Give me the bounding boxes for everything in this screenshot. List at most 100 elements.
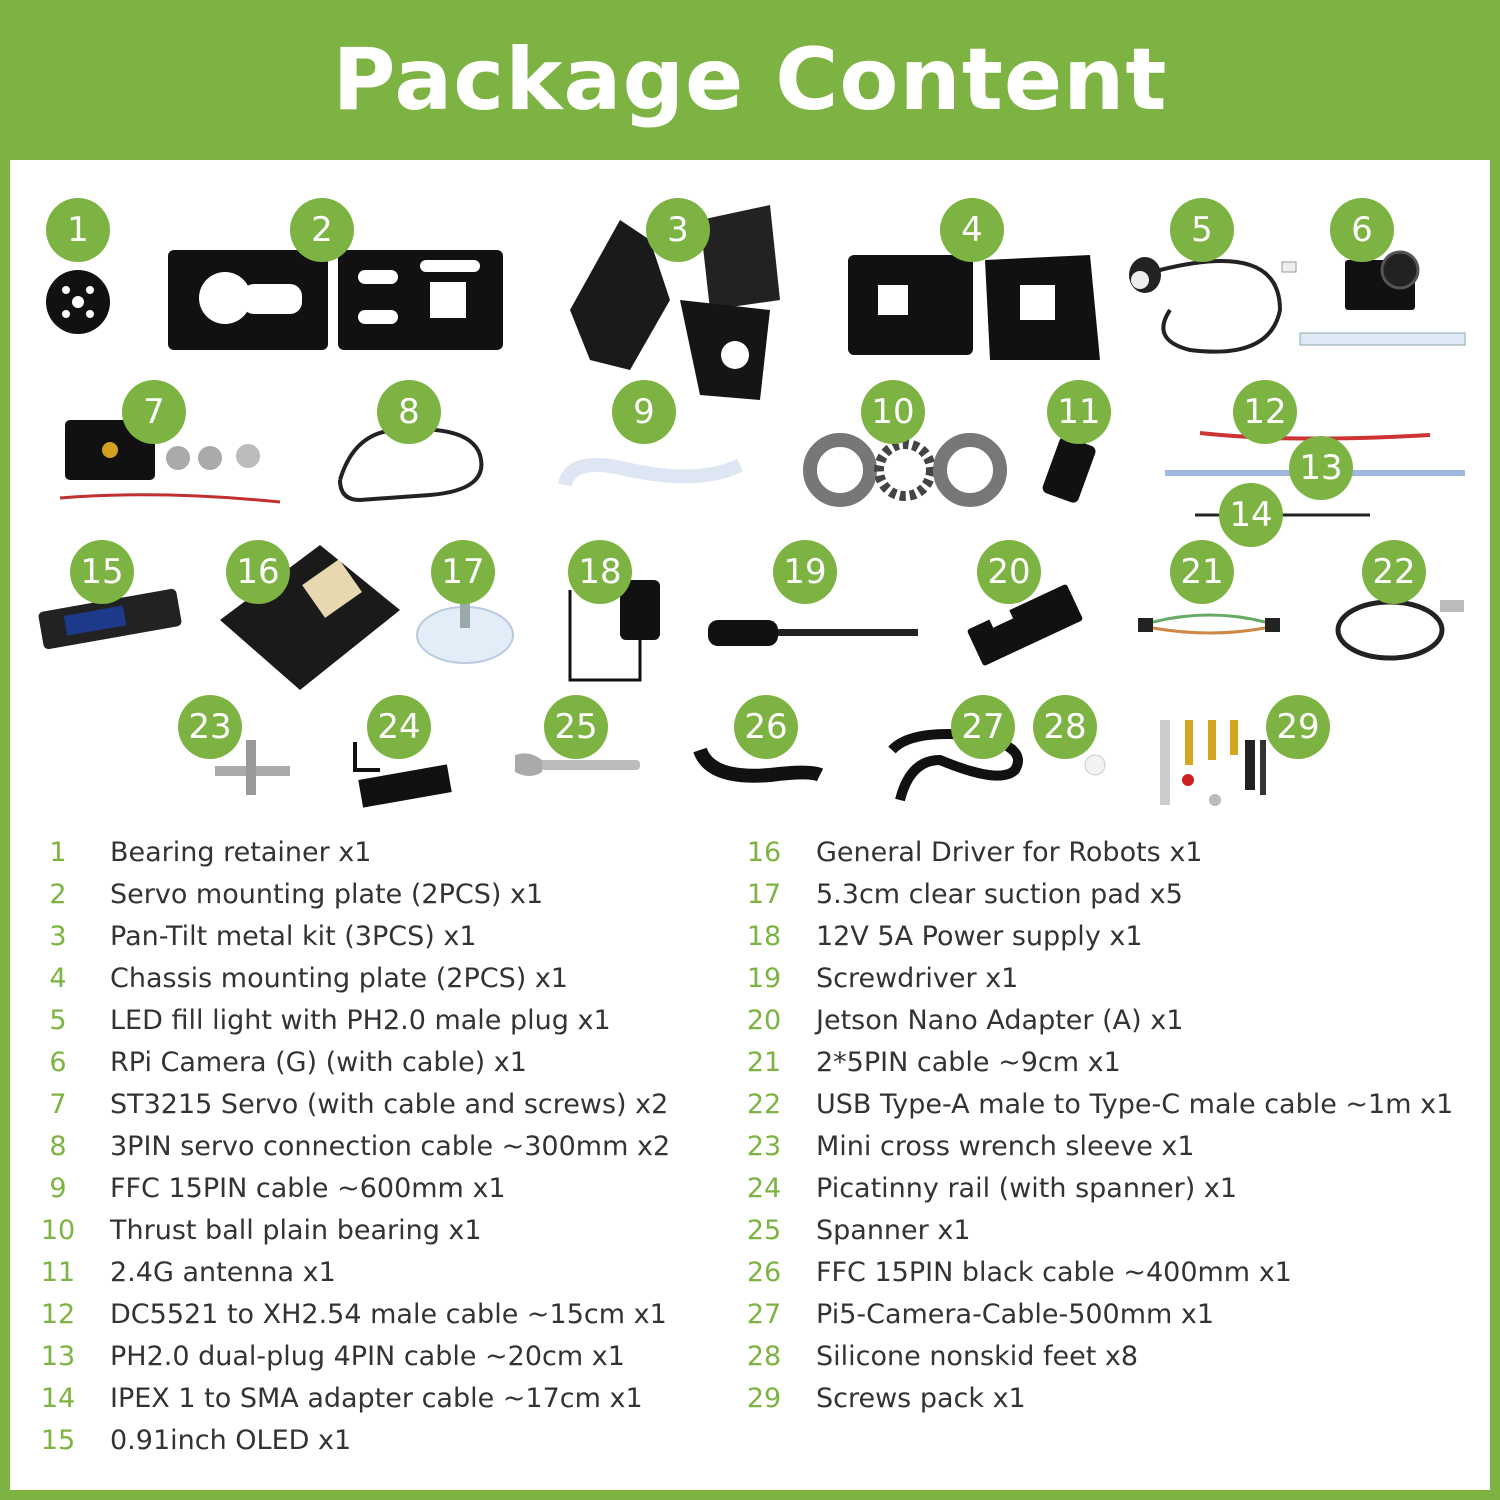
- item-number: 28: [746, 1341, 782, 1372]
- badge-27: 27: [951, 695, 1015, 759]
- item-description: Screws pack x1: [816, 1383, 1026, 1414]
- content-panel: 1 2 3 4 5 6 7 8 9 10 11 12 13 14 15 16 1…: [10, 160, 1490, 1490]
- item-description: General Driver for Robots x1: [816, 837, 1203, 868]
- pan-tilt-kit-illustration: [570, 205, 780, 400]
- picatinny-rail-illustration: [353, 742, 452, 808]
- item-description: PH2.0 dual-plug 4PIN cable ~20cm x1: [110, 1341, 625, 1372]
- silicone-feet-illustration: [1084, 754, 1106, 776]
- badge-20: 20: [977, 540, 1041, 604]
- power-supply-illustration: [568, 580, 660, 682]
- badge-8: 8: [377, 380, 441, 444]
- item-number: 12: [40, 1299, 76, 1330]
- badge-11: 11: [1047, 380, 1111, 444]
- item-description: Silicone nonskid feet x8: [816, 1341, 1139, 1372]
- camera-illustration: [1299, 250, 1466, 346]
- item-description: Spanner x1: [816, 1215, 971, 1246]
- item-description: 2.4G antenna x1: [110, 1257, 336, 1288]
- item-number: 2: [49, 879, 67, 910]
- item-description: Pan-Tilt metal kit (3PCS) x1: [110, 921, 477, 952]
- item-description: Thrust ball plain bearing x1: [110, 1215, 482, 1246]
- ffc-cable-illustration: [558, 458, 744, 487]
- screws-pack-illustration: [1160, 720, 1266, 806]
- badge-14: 14: [1219, 483, 1283, 547]
- cross-wrench-illustration: [215, 740, 290, 795]
- item-number: 10: [40, 1215, 76, 1246]
- item-description: ST3215 Servo (with cable and screws) x2: [110, 1089, 669, 1120]
- item-description: 0.91inch OLED x1: [110, 1425, 352, 1456]
- item-description: RPi Camera (G) (with cable) x1: [110, 1047, 527, 1078]
- item-number: 23: [746, 1131, 782, 1162]
- badge-13: 13: [1289, 436, 1353, 500]
- item-number: 17: [746, 879, 782, 910]
- item-number: 27: [746, 1299, 782, 1330]
- item-number: 4: [49, 963, 67, 994]
- badge-7: 7: [122, 380, 186, 444]
- item-description: FFC 15PIN black cable ~400mm x1: [816, 1257, 1292, 1288]
- item-number: 13: [40, 1341, 76, 1372]
- item-number: 1: [49, 837, 67, 868]
- item-number: 15: [40, 1425, 76, 1456]
- bearing-retainer-illustration: [46, 270, 110, 334]
- jetson-adapter-illustration: [967, 584, 1083, 666]
- item-number: 19: [746, 963, 782, 994]
- item-number: 6: [49, 1047, 67, 1078]
- screwdriver-illustration: [708, 620, 918, 646]
- badge-16: 16: [226, 540, 290, 604]
- item-description: Pi5-Camera-Cable-500mm x1: [816, 1299, 1215, 1330]
- badge-5: 5: [1170, 198, 1234, 262]
- item-description: LED fill light with PH2.0 male plug x1: [110, 1005, 611, 1036]
- badge-22: 22: [1362, 540, 1426, 604]
- item-description: Jetson Nano Adapter (A) x1: [816, 1005, 1184, 1036]
- badge-23: 23: [178, 695, 242, 759]
- spanner-illustration: [515, 753, 640, 776]
- badge-1: 1: [46, 198, 110, 262]
- header-banner: Package Content: [0, 0, 1500, 160]
- item-number: 21: [746, 1047, 782, 1078]
- led-light-illustration: [1129, 257, 1297, 354]
- oled-illustration: [38, 588, 182, 650]
- item-number: 9: [49, 1173, 67, 1204]
- item-description: 3PIN servo connection cable ~300mm x2: [110, 1131, 671, 1162]
- item-number: 22: [746, 1089, 782, 1120]
- servo-cable-illustration: [338, 427, 484, 503]
- badge-25: 25: [544, 695, 608, 759]
- item-description: Picatinny rail (with spanner) x1: [816, 1173, 1238, 1204]
- ffc-black-cable-illustration: [693, 747, 824, 783]
- badge-3: 3: [646, 198, 710, 262]
- badge-21: 21: [1170, 540, 1234, 604]
- badge-29: 29: [1266, 695, 1330, 759]
- item-description: 5.3cm clear suction pad x5: [816, 879, 1183, 910]
- item-description: Chassis mounting plate (2PCS) x1: [110, 963, 568, 994]
- pi5-cable-illustration: [888, 729, 1023, 802]
- usb-cable-illustration: [1335, 599, 1464, 661]
- item-number: 7: [49, 1089, 67, 1120]
- badge-17: 17: [431, 540, 495, 604]
- item-number: 3: [49, 921, 67, 952]
- item-description: Bearing retainer x1: [110, 837, 372, 868]
- item-description: 12V 5A Power supply x1: [816, 921, 1143, 952]
- badge-9: 9: [612, 380, 676, 444]
- badge-15: 15: [70, 540, 134, 604]
- badge-6: 6: [1330, 198, 1394, 262]
- item-number: 26: [746, 1257, 782, 1288]
- driver-board-illustration: [220, 545, 400, 690]
- antenna-illustration: [1042, 436, 1096, 503]
- badge-2: 2: [290, 198, 354, 262]
- item-description: DC5521 to XH2.54 male cable ~15cm x1: [110, 1299, 667, 1330]
- item-number: 24: [746, 1173, 782, 1204]
- suction-pad-illustration: [416, 600, 514, 664]
- item-description: Mini cross wrench sleeve x1: [816, 1131, 1195, 1162]
- chassis-plate-illustration: [848, 255, 1100, 360]
- item-number: 14: [40, 1383, 76, 1414]
- badge-24: 24: [367, 695, 431, 759]
- item-number: 5: [49, 1005, 67, 1036]
- item-description: FFC 15PIN cable ~600mm x1: [110, 1173, 506, 1204]
- badge-4: 4: [940, 198, 1004, 262]
- page-title: Package Content: [332, 30, 1168, 130]
- item-description: IPEX 1 to SMA adapter cable ~17cm x1: [110, 1383, 643, 1414]
- pin-cable-illustration: [1138, 613, 1280, 635]
- item-description: Screwdriver x1: [816, 963, 1019, 994]
- item-number: 18: [746, 921, 782, 952]
- badge-26: 26: [734, 695, 798, 759]
- dc-cable-illustration: [1199, 431, 1431, 441]
